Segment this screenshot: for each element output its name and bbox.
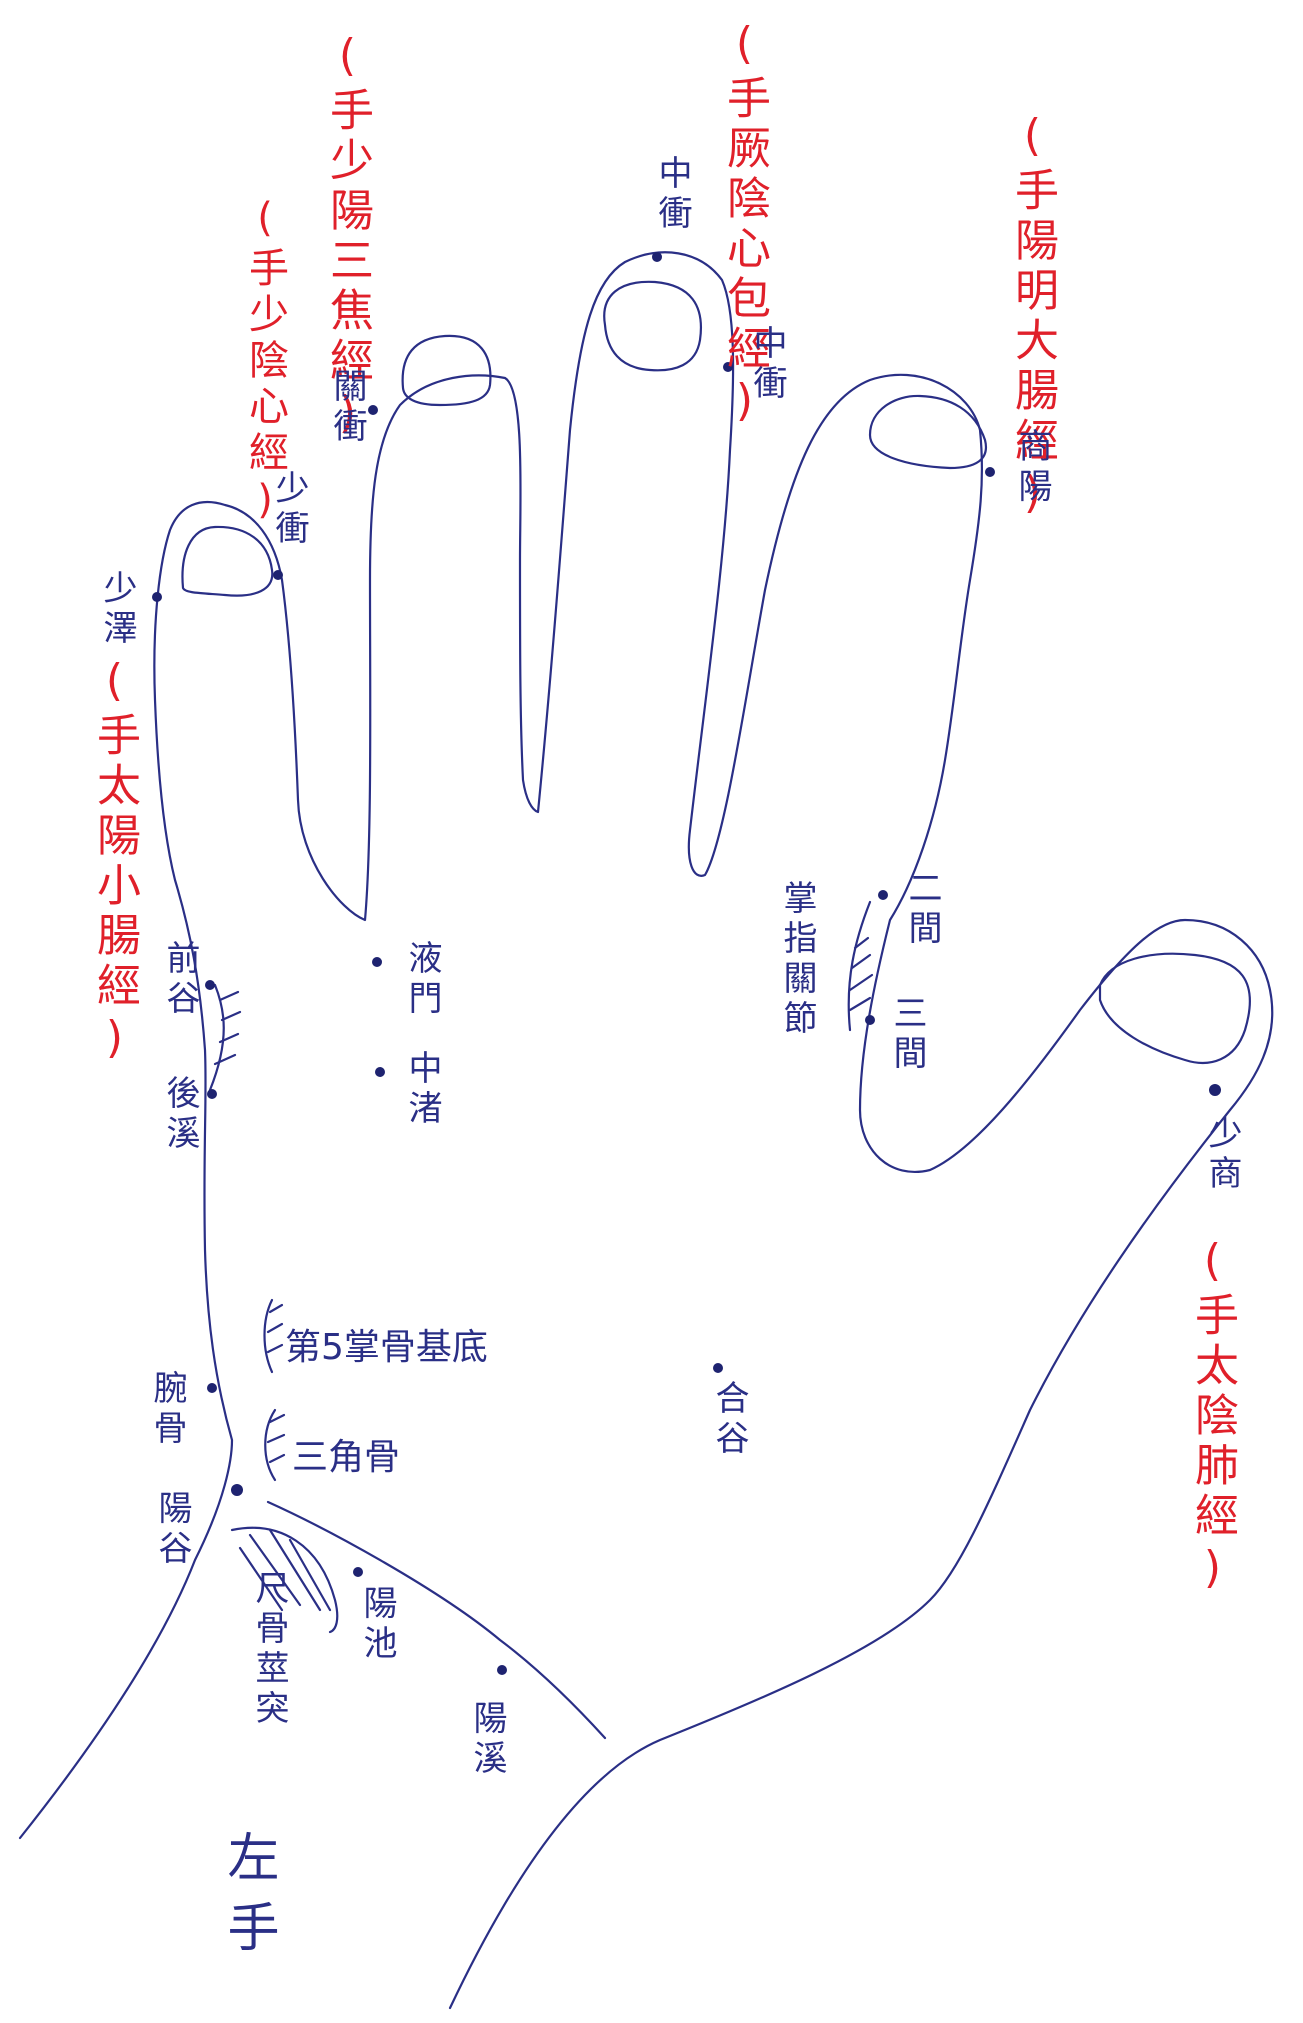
- dot-shaochong: [273, 570, 283, 580]
- meridian-heart: (手少陰心經): [242, 195, 288, 529]
- dot-yangchi: [353, 1567, 363, 1577]
- hand-outline: [18, 251, 1274, 2010]
- wrist-crease: [266, 1500, 607, 1740]
- label-metacarpal-joint: 掌指關節: [777, 880, 817, 1040]
- dot-guanchong: [368, 405, 378, 415]
- dot-zhongchong-top: [652, 252, 662, 262]
- label-shaoze: 少澤: [97, 570, 137, 650]
- hatch-fifth-metacarpal: [263, 1298, 274, 1374]
- hatch-index-joint: [847, 900, 872, 1032]
- dot-sanjian: [865, 1015, 875, 1025]
- hatch-triangular: [264, 1408, 277, 1482]
- label-yangxi: 陽溪: [467, 1700, 507, 1780]
- nail-ring: [401, 334, 492, 407]
- hatch-ulna: [230, 1526, 339, 1634]
- dot-shangyang: [985, 467, 995, 477]
- meridian-pericardium: (手厥陰心包經): [719, 18, 770, 432]
- dot-zhongzhu: [375, 1067, 385, 1077]
- label-hegu: 合谷: [709, 1380, 749, 1460]
- meridian-triple-burner: (手少陽三焦經): [322, 30, 373, 444]
- dot-yanggu: [231, 1484, 243, 1496]
- label-ulna-styloid: 尺骨莖突: [249, 1570, 289, 1730]
- label-wangu: 腕骨: [147, 1370, 187, 1450]
- nail-little: [181, 525, 274, 597]
- dot-erjian: [878, 890, 888, 900]
- dot-yemen: [372, 957, 382, 967]
- dot-qiangu: [205, 980, 215, 990]
- label-qiangu: 前谷: [160, 940, 200, 1020]
- nail-index: [868, 394, 988, 470]
- label-shangyang: 商陽: [1012, 428, 1052, 508]
- meridian-lung: (手太陰肺經): [1187, 1235, 1238, 1599]
- label-yangchi: 陽池: [357, 1585, 397, 1665]
- dot-yangxi: [497, 1665, 507, 1675]
- label-yanggu: 陽谷: [152, 1490, 192, 1570]
- meridian-small-intestine: (手太陽小腸經): [89, 655, 140, 1069]
- label-left-hand: 左手: [218, 1830, 278, 1970]
- label-shaochong: 少衝: [269, 470, 309, 550]
- label-erjian: 二間: [902, 870, 942, 950]
- nail-thumb: [1098, 952, 1251, 1064]
- nail-middle: [603, 280, 702, 372]
- dot-shaoshang: [1209, 1084, 1221, 1096]
- dot-wangu: [207, 1383, 217, 1393]
- label-zhongchong-top: 中衝: [652, 155, 692, 235]
- label-fifth-metacarpal-base: 第5掌骨基底: [285, 1327, 488, 1368]
- label-houxi: 後溪: [160, 1075, 200, 1155]
- label-zhongchong-side: 中衝: [747, 325, 787, 405]
- hatch-qiangu: [208, 983, 225, 1092]
- dot-shaoze: [152, 592, 162, 602]
- dot-zhongchong-side: [723, 362, 733, 372]
- label-yemen: 液門: [402, 940, 442, 1020]
- dot-houxi: [207, 1089, 217, 1099]
- dot-hegu: [713, 1363, 723, 1373]
- label-shaoshang: 少商: [1202, 1115, 1242, 1195]
- label-sanjian: 三間: [887, 995, 927, 1075]
- label-triangular-bone: 三角骨: [292, 1437, 401, 1478]
- label-zhongzhu: 中渚: [402, 1050, 442, 1130]
- meridian-large-intestine: (手陽明大腸經): [1007, 110, 1058, 524]
- label-guanchong: 關衝: [327, 368, 367, 448]
